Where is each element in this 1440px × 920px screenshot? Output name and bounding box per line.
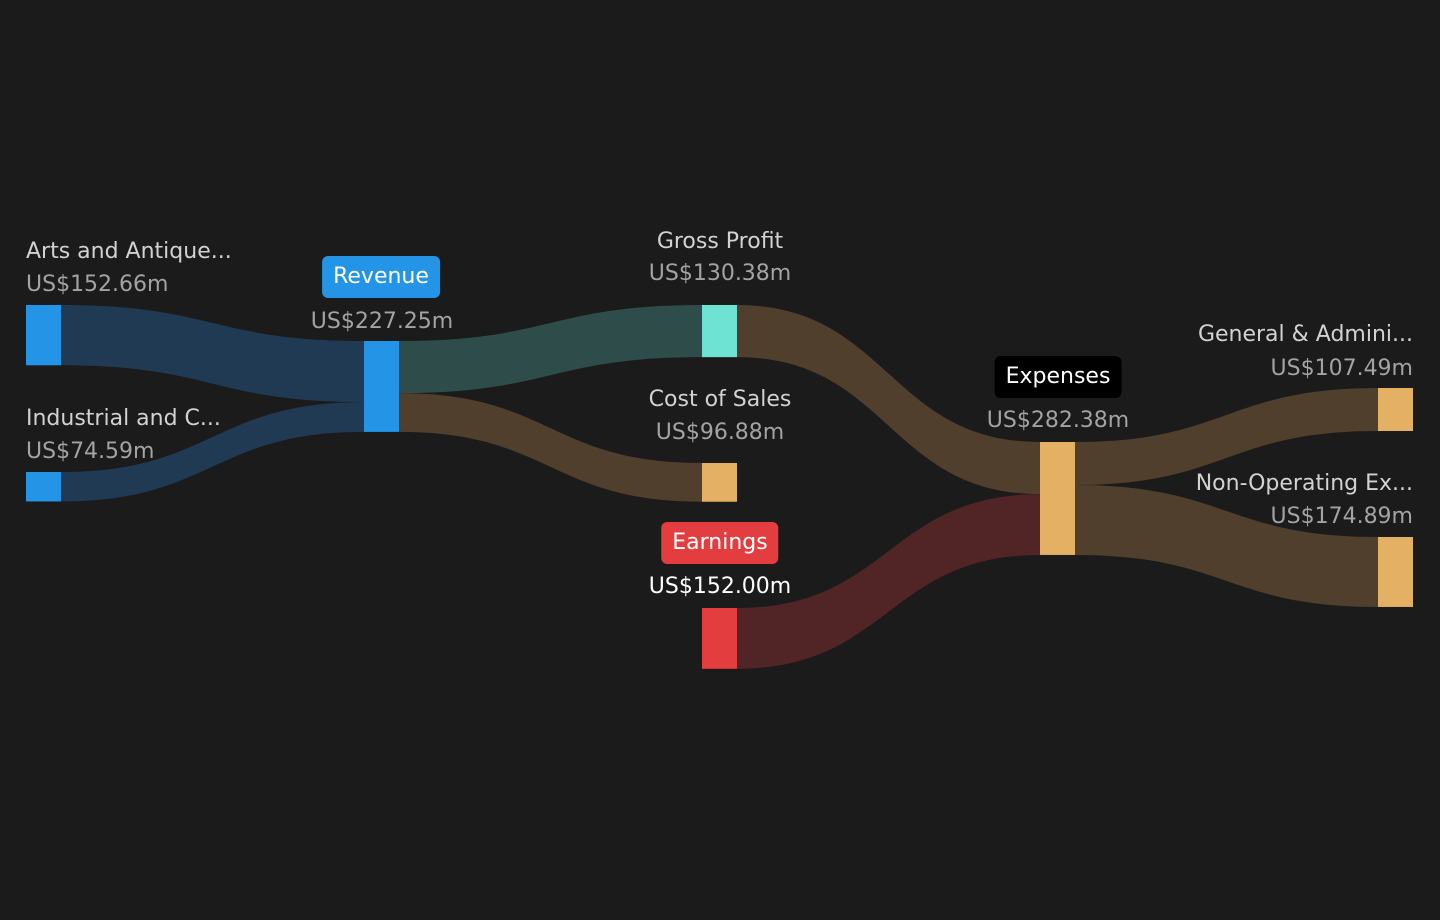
gross-profit-label: Gross Profit [656, 229, 784, 254]
link-expenses-nonop [1075, 484, 1378, 607]
sankey-nodes [26, 305, 1413, 669]
node-nonop [1378, 537, 1413, 607]
cost-of-sales-value: US$96.88m [655, 420, 785, 445]
arts-label: Arts and Antique... [26, 239, 232, 264]
node-gross [702, 305, 737, 358]
node-expenses [1040, 442, 1075, 555]
revenue-badge: Revenue [322, 256, 440, 298]
industrial-label: Industrial and C... [26, 406, 221, 431]
link-earnings-expenses [737, 494, 1040, 669]
earnings-value: US$152.00m [648, 574, 792, 599]
link-expenses-ga [1075, 388, 1378, 485]
node-earnings [702, 608, 737, 669]
node-cos [702, 463, 737, 502]
industrial-value: US$74.59m [26, 439, 155, 464]
arts-value: US$152.66m [26, 272, 169, 297]
node-indus [26, 472, 61, 502]
gross-profit-value: US$130.38m [648, 261, 792, 286]
general-admin-value: US$107.49m [1270, 356, 1413, 381]
node-revenue [364, 341, 399, 432]
link-arts-revenue [61, 305, 364, 403]
link-gross-expenses [737, 305, 1040, 495]
general-admin-label: General & Admini... [1197, 322, 1413, 347]
node-arts [26, 305, 61, 366]
expenses-value: US$282.38m [986, 408, 1130, 433]
link-revenue-cos [399, 393, 702, 502]
cost-of-sales-label: Cost of Sales [648, 387, 792, 412]
non-operating-label: Non-Operating Ex... [1195, 471, 1413, 496]
revenue-value: US$227.25m [310, 309, 454, 334]
sankey-links [61, 305, 1378, 669]
link-indus-revenue [61, 402, 364, 502]
expenses-badge: Expenses [994, 356, 1122, 398]
link-revenue-gross [399, 305, 702, 394]
earnings-badge: Earnings [661, 522, 779, 564]
node-ga [1378, 388, 1413, 431]
non-operating-value: US$174.89m [1270, 504, 1413, 529]
